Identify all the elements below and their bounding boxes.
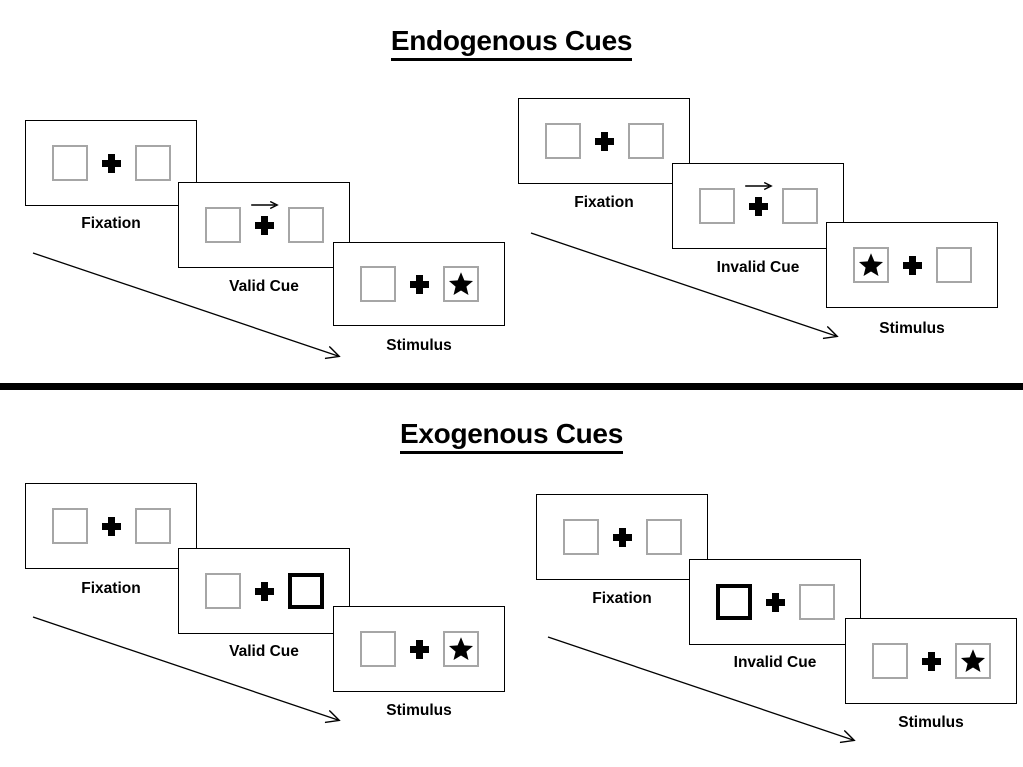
frame-exogenous-valid-cue[interactable]: [178, 548, 350, 634]
frame-exogenous-valid-stimulus[interactable]: [333, 606, 505, 692]
frame-exogenous-valid-fixation[interactable]: [25, 483, 197, 569]
right-arrow-cue-icon: [744, 181, 774, 194]
placeholder-box-right: [134, 508, 171, 544]
section-title-exogenous-text: Exogenous Cues: [400, 418, 623, 454]
caption-exogenous-valid-cue: Valid Cue: [229, 643, 299, 660]
placeholder-box-left: [204, 207, 241, 243]
caption-exogenous-valid-fixation: Fixation: [81, 580, 141, 597]
placeholder-box-right: [287, 207, 324, 243]
section-divider: [0, 383, 1023, 390]
frame-endogenous-invalid-stimulus[interactable]: [826, 222, 998, 308]
frame-exogenous-invalid-cue[interactable]: [689, 559, 861, 645]
frame-inner: [204, 573, 324, 609]
placeholder-box-right: [627, 123, 664, 159]
star-target-icon: [960, 648, 986, 674]
fixation-cross-icon: [101, 153, 121, 173]
fixation-cross-icon: [409, 639, 429, 659]
placeholder-box-left: [359, 631, 396, 667]
section-title-exogenous: Exogenous Cues: [0, 418, 1023, 454]
caption-endogenous-invalid-fixation: Fixation: [574, 194, 634, 211]
right-arrow-cue-icon: [250, 200, 280, 213]
cued-box-right: [287, 573, 324, 609]
placeholder-box-right-with-target: [442, 631, 479, 667]
caption-endogenous-invalid-stimulus: Stimulus: [879, 320, 945, 337]
frame-endogenous-invalid-cue[interactable]: [672, 163, 844, 249]
caption-endogenous-valid-fixation: Fixation: [81, 215, 141, 232]
placeholder-box-right-with-target: [442, 266, 479, 302]
fixation-cross-icon: [612, 527, 632, 547]
fixation-cross-icon: [594, 131, 614, 151]
frame-endogenous-valid-stimulus[interactable]: [333, 242, 505, 326]
frame-inner: [852, 247, 972, 283]
frame-inner: [715, 584, 835, 620]
frame-endogenous-valid-cue[interactable]: [178, 182, 350, 268]
fixation-cross-icon: [745, 181, 773, 216]
placeholder-box-right-with-target: [954, 643, 991, 679]
placeholder-box-left: [51, 145, 88, 181]
placeholder-box-right: [781, 188, 818, 224]
placeholder-box-left: [698, 188, 735, 224]
frame-endogenous-valid-fixation[interactable]: [25, 120, 197, 206]
frame-inner: [51, 145, 171, 181]
frame-inner: [204, 200, 324, 243]
star-target-icon: [448, 271, 474, 297]
caption-endogenous-invalid-cue: Invalid Cue: [716, 259, 800, 276]
placeholder-box-right: [645, 519, 682, 555]
section-title-endogenous: Endogenous Cues: [0, 25, 1023, 61]
placeholder-box-right: [798, 584, 835, 620]
placeholder-box-left: [359, 266, 396, 302]
placeholder-box-left-with-target: [852, 247, 889, 283]
frame-inner: [544, 123, 664, 159]
placeholder-box-left: [562, 519, 599, 555]
caption-endogenous-valid-stimulus: Stimulus: [386, 337, 452, 354]
caption-exogenous-valid-stimulus: Stimulus: [386, 702, 452, 719]
fixation-cross-icon: [101, 516, 121, 536]
caption-endogenous-valid-cue: Valid Cue: [229, 278, 299, 295]
caption-exogenous-invalid-stimulus: Stimulus: [898, 714, 964, 731]
sequence-arrow-exogenous-invalid: [545, 632, 875, 752]
frame-inner: [871, 643, 991, 679]
frame-exogenous-invalid-stimulus[interactable]: [845, 618, 1017, 704]
placeholder-box-right: [935, 247, 972, 283]
cued-box-left: [715, 584, 752, 620]
frame-inner: [359, 631, 479, 667]
frame-inner: [562, 519, 682, 555]
frame-exogenous-invalid-fixation[interactable]: [536, 494, 708, 580]
frame-inner: [698, 181, 818, 224]
placeholder-box-left: [871, 643, 908, 679]
fixation-cross-icon: [902, 255, 922, 275]
section-title-endogenous-text: Endogenous Cues: [390, 25, 632, 61]
caption-exogenous-invalid-cue: Invalid Cue: [733, 654, 817, 671]
fixation-cross-icon: [251, 200, 279, 235]
frame-inner: [51, 508, 171, 544]
fixation-cross-icon: [254, 581, 274, 601]
placeholder-box-right: [134, 145, 171, 181]
frame-inner: [359, 266, 479, 302]
frame-endogenous-invalid-fixation[interactable]: [518, 98, 690, 184]
placeholder-box-left: [544, 123, 581, 159]
placeholder-box-left: [51, 508, 88, 544]
star-target-icon: [858, 252, 884, 278]
star-target-icon: [448, 636, 474, 662]
fixation-cross-icon: [765, 592, 785, 612]
placeholder-box-left: [204, 573, 241, 609]
fixation-cross-icon: [921, 651, 941, 671]
fixation-cross-icon: [409, 274, 429, 294]
caption-exogenous-invalid-fixation: Fixation: [592, 590, 652, 607]
